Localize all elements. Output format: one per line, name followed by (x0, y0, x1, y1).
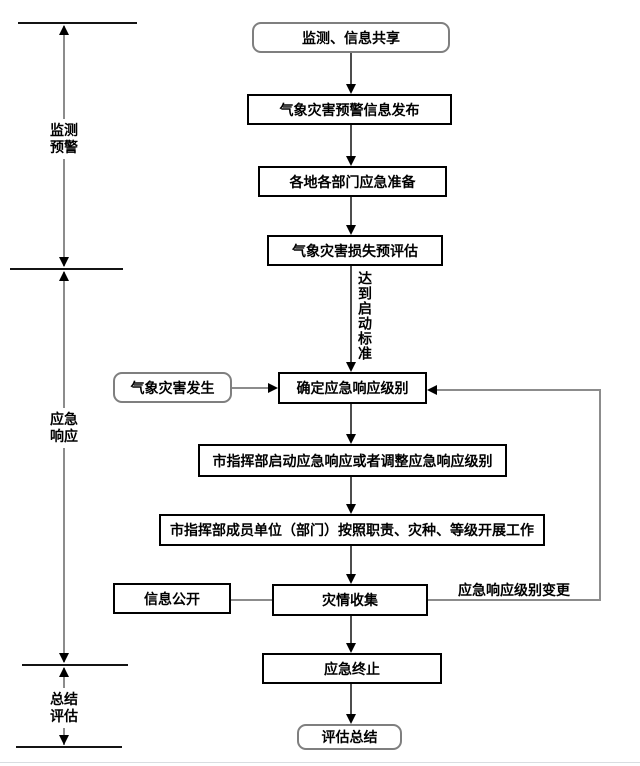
connector-9-arrow (346, 714, 356, 724)
phase-label-summary: 总结 评估 (38, 688, 90, 728)
connector-1-arrow (346, 84, 356, 94)
connector-2 (350, 125, 352, 158)
connector-3 (350, 197, 352, 227)
connector-4-arrow (346, 362, 356, 372)
level-change-label: 应急响应级别变更 (458, 582, 570, 598)
flow-box-disaster-collection: 灾情收集 (272, 584, 428, 616)
feedback-vertical-line (599, 389, 601, 601)
flow-box-evaluation-summary: 评估总结 (297, 724, 402, 750)
phase-arrow-up-3 (59, 667, 69, 677)
flow-box-emergency-preparation: 各地各部门应急准备 (258, 166, 447, 197)
flow-box-determine-level: 确定应急响应级别 (278, 372, 427, 404)
flow-box-disaster-occurs: 气象灾害发生 (113, 372, 232, 403)
phase-arrow-up-2 (59, 271, 69, 281)
connector-1 (350, 53, 352, 86)
phase-tick-top (18, 22, 137, 24)
feedback-arrow (427, 385, 437, 395)
connector-8-arrow (346, 643, 356, 653)
connector-6 (350, 477, 352, 506)
connector-disaster-occurs (232, 387, 270, 389)
connector-info-disclosure (231, 599, 272, 601)
feedback-bottom-line (428, 599, 601, 601)
connector-6-arrow (346, 504, 356, 514)
flow-box-info-disclosure: 信息公开 (113, 583, 231, 614)
phase-label-line: 应急 (50, 411, 78, 427)
flow-box-loss-preassessment: 气象灾害损失预评估 (267, 235, 443, 266)
phase-arrow-down-2 (59, 653, 69, 663)
phase-label-line: 评估 (50, 708, 78, 724)
connector-4 (350, 266, 352, 363)
connector-5 (350, 404, 352, 436)
phase-arrow-up-1 (59, 25, 69, 35)
phase-label-line: 总结 (50, 691, 78, 707)
connector-2-arrow (346, 156, 356, 166)
phase-label-line: 响应 (50, 428, 78, 444)
flow-box-monitoring-sharing: 监测、信息共享 (252, 22, 450, 53)
flow-box-emergency-termination: 应急终止 (262, 653, 442, 684)
phase-arrow-down-1 (59, 257, 69, 267)
phase-label-line: 监测 (50, 122, 78, 138)
connector-disaster-occurs-arrow (268, 383, 278, 393)
phase-tick-bottom (16, 746, 122, 748)
phase-tick-mid (10, 268, 123, 270)
connector-3-arrow (346, 225, 356, 235)
connector-7-arrow (346, 574, 356, 584)
connector-8 (350, 616, 352, 645)
connector-7 (350, 546, 352, 576)
flow-box-warning-release: 气象灾害预警信息发布 (247, 94, 452, 125)
activation-criteria-label: 达到启动标准 (357, 271, 373, 361)
phase-arrow-down-3 (59, 735, 69, 745)
flow-box-members-work: 市指挥部成员单位（部门）按照职责、灾种、等级开展工作 (159, 514, 545, 546)
page-edge-line (0, 762, 640, 763)
phase-label-line: 预警 (50, 139, 78, 155)
connector-9 (350, 684, 352, 716)
phase-label-monitoring: 监测 预警 (38, 119, 90, 159)
connector-5-arrow (346, 434, 356, 444)
phase-tick-lower (22, 664, 128, 666)
phase-label-response: 应急 响应 (38, 408, 90, 448)
feedback-top-line (436, 389, 601, 391)
phase-line-response (63, 272, 65, 662)
flow-box-start-or-adjust: 市指挥部启动应急响应或者调整应急响应级别 (198, 444, 507, 477)
